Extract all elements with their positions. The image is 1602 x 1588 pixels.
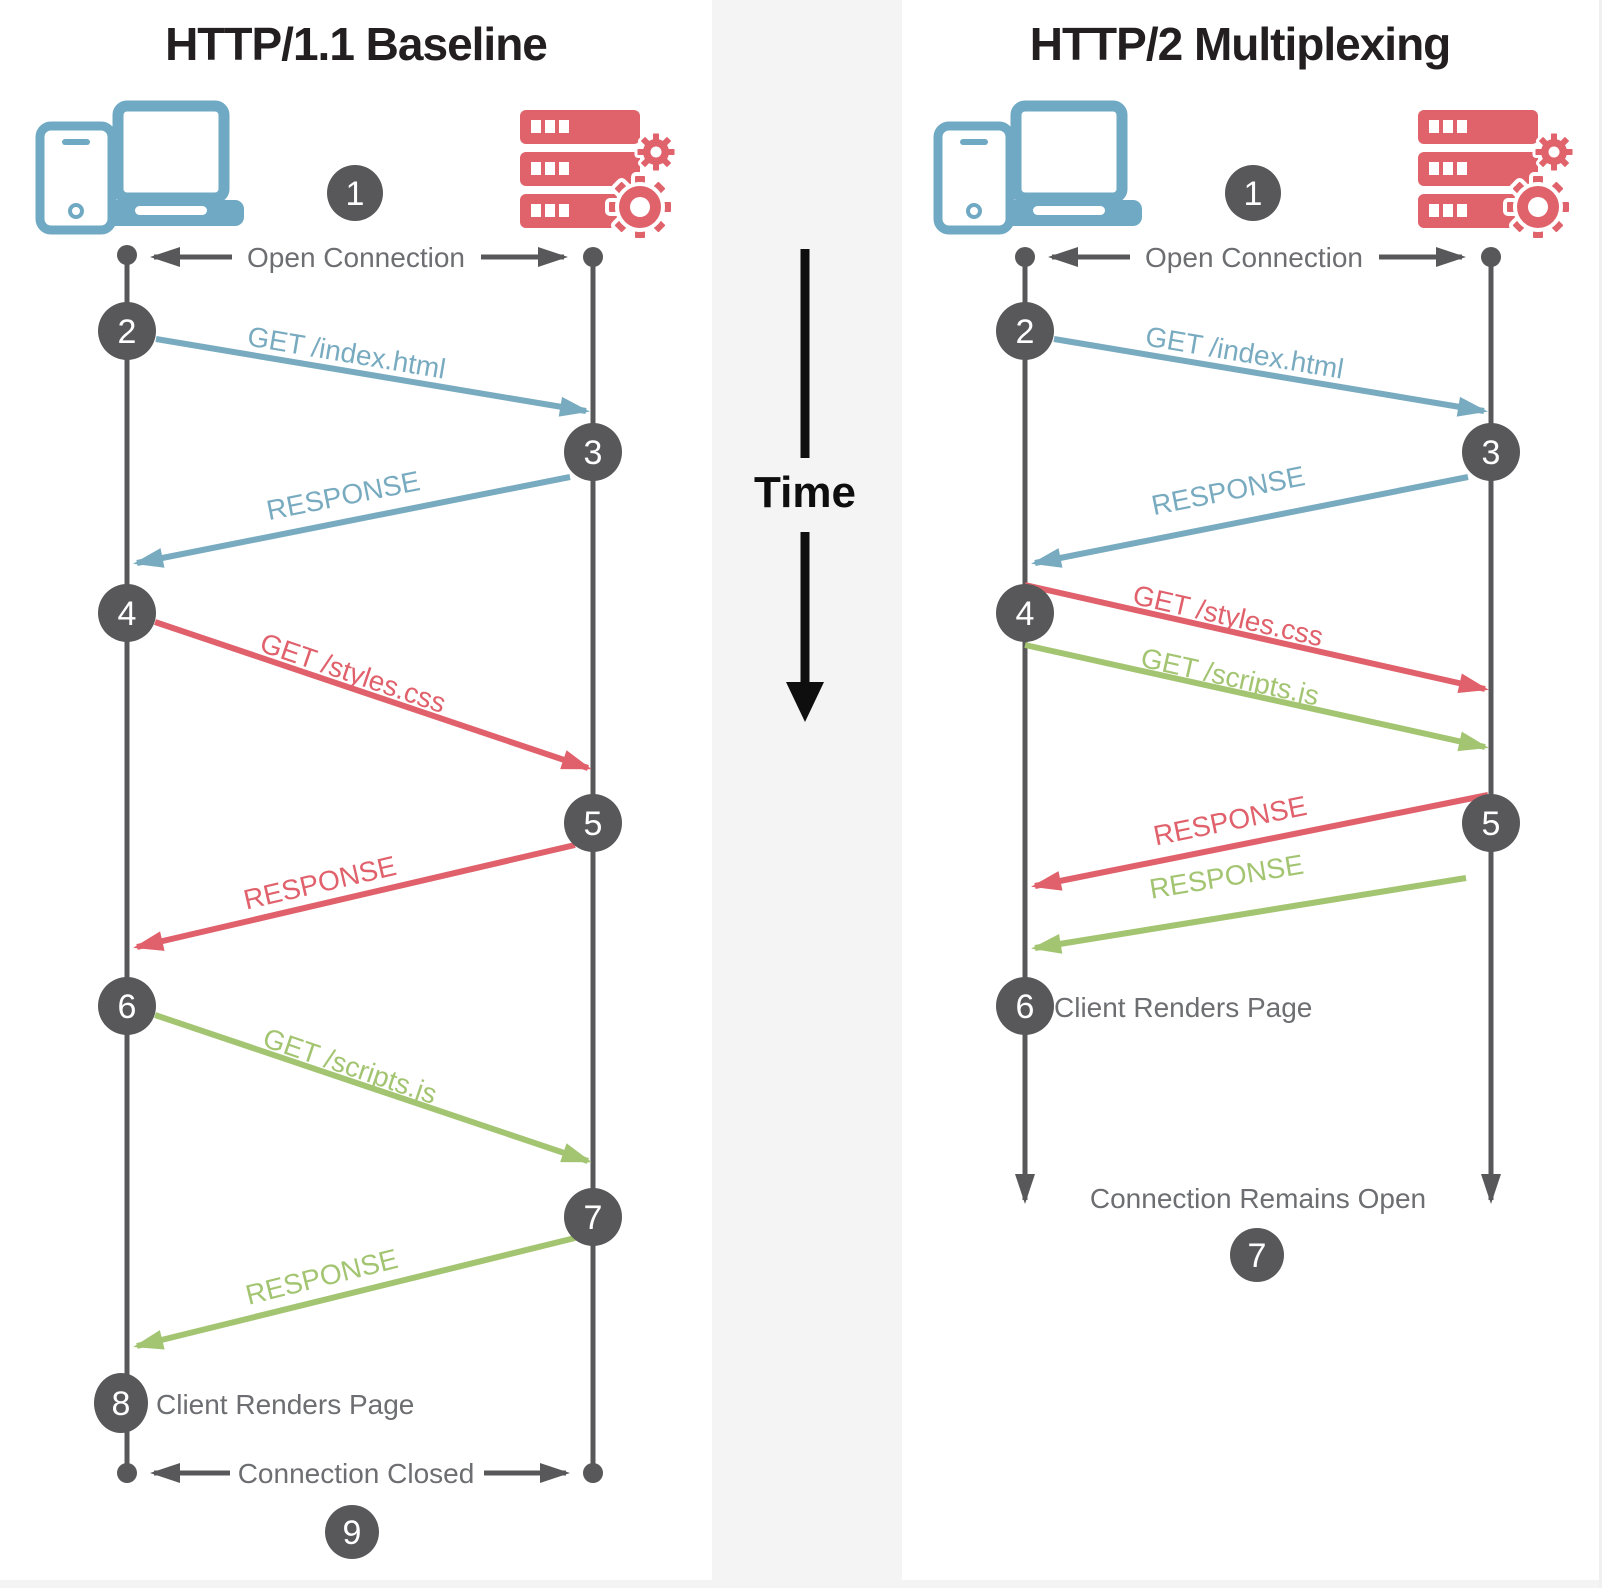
arrow-response-index — [133, 474, 571, 568]
right-edge-strip — [1599, 0, 1602, 1588]
client-renders-label: Client Renders Page — [156, 1389, 414, 1420]
server-lifeline-top-dot — [583, 247, 603, 267]
step-badge-7 — [1230, 1228, 1284, 1282]
arrow-get-scripts — [1024, 642, 1489, 752]
step-badge-5 — [1462, 794, 1520, 852]
client-lifeline-top-dot — [117, 245, 137, 265]
step-badge-3-label: 3 — [1482, 434, 1501, 472]
arrow-get-styles — [1024, 582, 1489, 694]
step-badge-4 — [996, 584, 1054, 642]
step-badge-6 — [98, 977, 156, 1035]
arrow-get-styles — [154, 619, 592, 771]
arrow-get-index — [1053, 336, 1488, 417]
step-badge-3 — [564, 423, 622, 481]
step-badge-3 — [1462, 423, 1520, 481]
http2-step-badges: 1 2 3 4 5 6 7 — [996, 165, 1520, 1282]
step-badge-5 — [564, 794, 622, 852]
step-badge-7 — [564, 1188, 622, 1246]
arrow-response-scripts — [1031, 875, 1467, 954]
step-badge-2 — [98, 302, 156, 360]
step-badge-1 — [327, 165, 383, 221]
time-axis: Time — [754, 249, 856, 722]
step-badge-1-label: 1 — [346, 175, 365, 213]
step-badge-4-label: 4 — [1016, 595, 1035, 633]
step-badge-6-label: 6 — [1016, 988, 1035, 1026]
step-badge-9 — [325, 1505, 379, 1559]
open-connection-row: Open Connection — [150, 242, 568, 273]
open-connection-label: Open Connection — [1145, 242, 1363, 273]
step-badge-7-label: 7 — [584, 1199, 603, 1237]
arrow-response-scripts — [133, 1235, 576, 1350]
step-badge-2-label: 2 — [1016, 313, 1035, 351]
step-badge-6 — [996, 977, 1054, 1035]
bottom-edge-strip — [0, 1580, 1602, 1588]
open-connection-label: Open Connection — [247, 242, 465, 273]
connection-remains-open-label: Connection Remains Open — [1090, 1183, 1426, 1214]
step-badge-1-label: 1 — [1244, 175, 1263, 213]
step-badge-5-label: 5 — [1482, 805, 1501, 843]
time-label: Time — [754, 468, 856, 517]
step-badge-4 — [98, 584, 156, 642]
arrow-response-styles — [133, 842, 576, 951]
time-arrowhead-icon — [786, 682, 824, 722]
server-lifeline-bottom-dot — [583, 1463, 603, 1483]
open-connection-row: Open Connection — [1048, 242, 1466, 273]
http2-title: HTTP/2 Multiplexing — [1030, 18, 1451, 70]
step-badge-1 — [1225, 165, 1281, 221]
http11-title: HTTP/1.1 Baseline — [165, 18, 547, 70]
step-badge-6-label: 6 — [118, 988, 137, 1026]
step-badge-3-label: 3 — [584, 434, 603, 472]
step-badge-5-label: 5 — [584, 805, 603, 843]
client-renders-label: Client Renders Page — [1054, 992, 1312, 1023]
connection-closed-row: Connection Closed — [150, 1458, 570, 1489]
client-devices-icon — [40, 106, 244, 230]
step-badge-4-label: 4 — [118, 595, 137, 633]
arrow-response-styles — [1031, 792, 1489, 891]
client-lifeline-bottom-dot — [117, 1463, 137, 1483]
client-lifeline-top-dot — [1015, 247, 1035, 267]
http11-step-badges: 1 2 3 4 5 6 7 8 9 — [94, 165, 622, 1559]
arrow-response-index — [1031, 474, 1469, 568]
time-strip-background — [712, 0, 902, 1588]
step-badge-2-label: 2 — [118, 313, 137, 351]
connection-closed-label: Connection Closed — [238, 1458, 475, 1489]
arrow-get-scripts — [154, 1012, 592, 1164]
arrow-get-index — [155, 336, 590, 417]
server-lifeline-top-dot — [1481, 247, 1501, 267]
step-badge-8-label: 8 — [112, 1385, 131, 1423]
client-devices-icon — [938, 106, 1142, 230]
step-badge-2 — [996, 302, 1054, 360]
step-badge-8 — [94, 1373, 148, 1433]
step-badge-9-label: 9 — [343, 1514, 362, 1552]
step-badge-7-label: 7 — [1248, 1237, 1267, 1275]
